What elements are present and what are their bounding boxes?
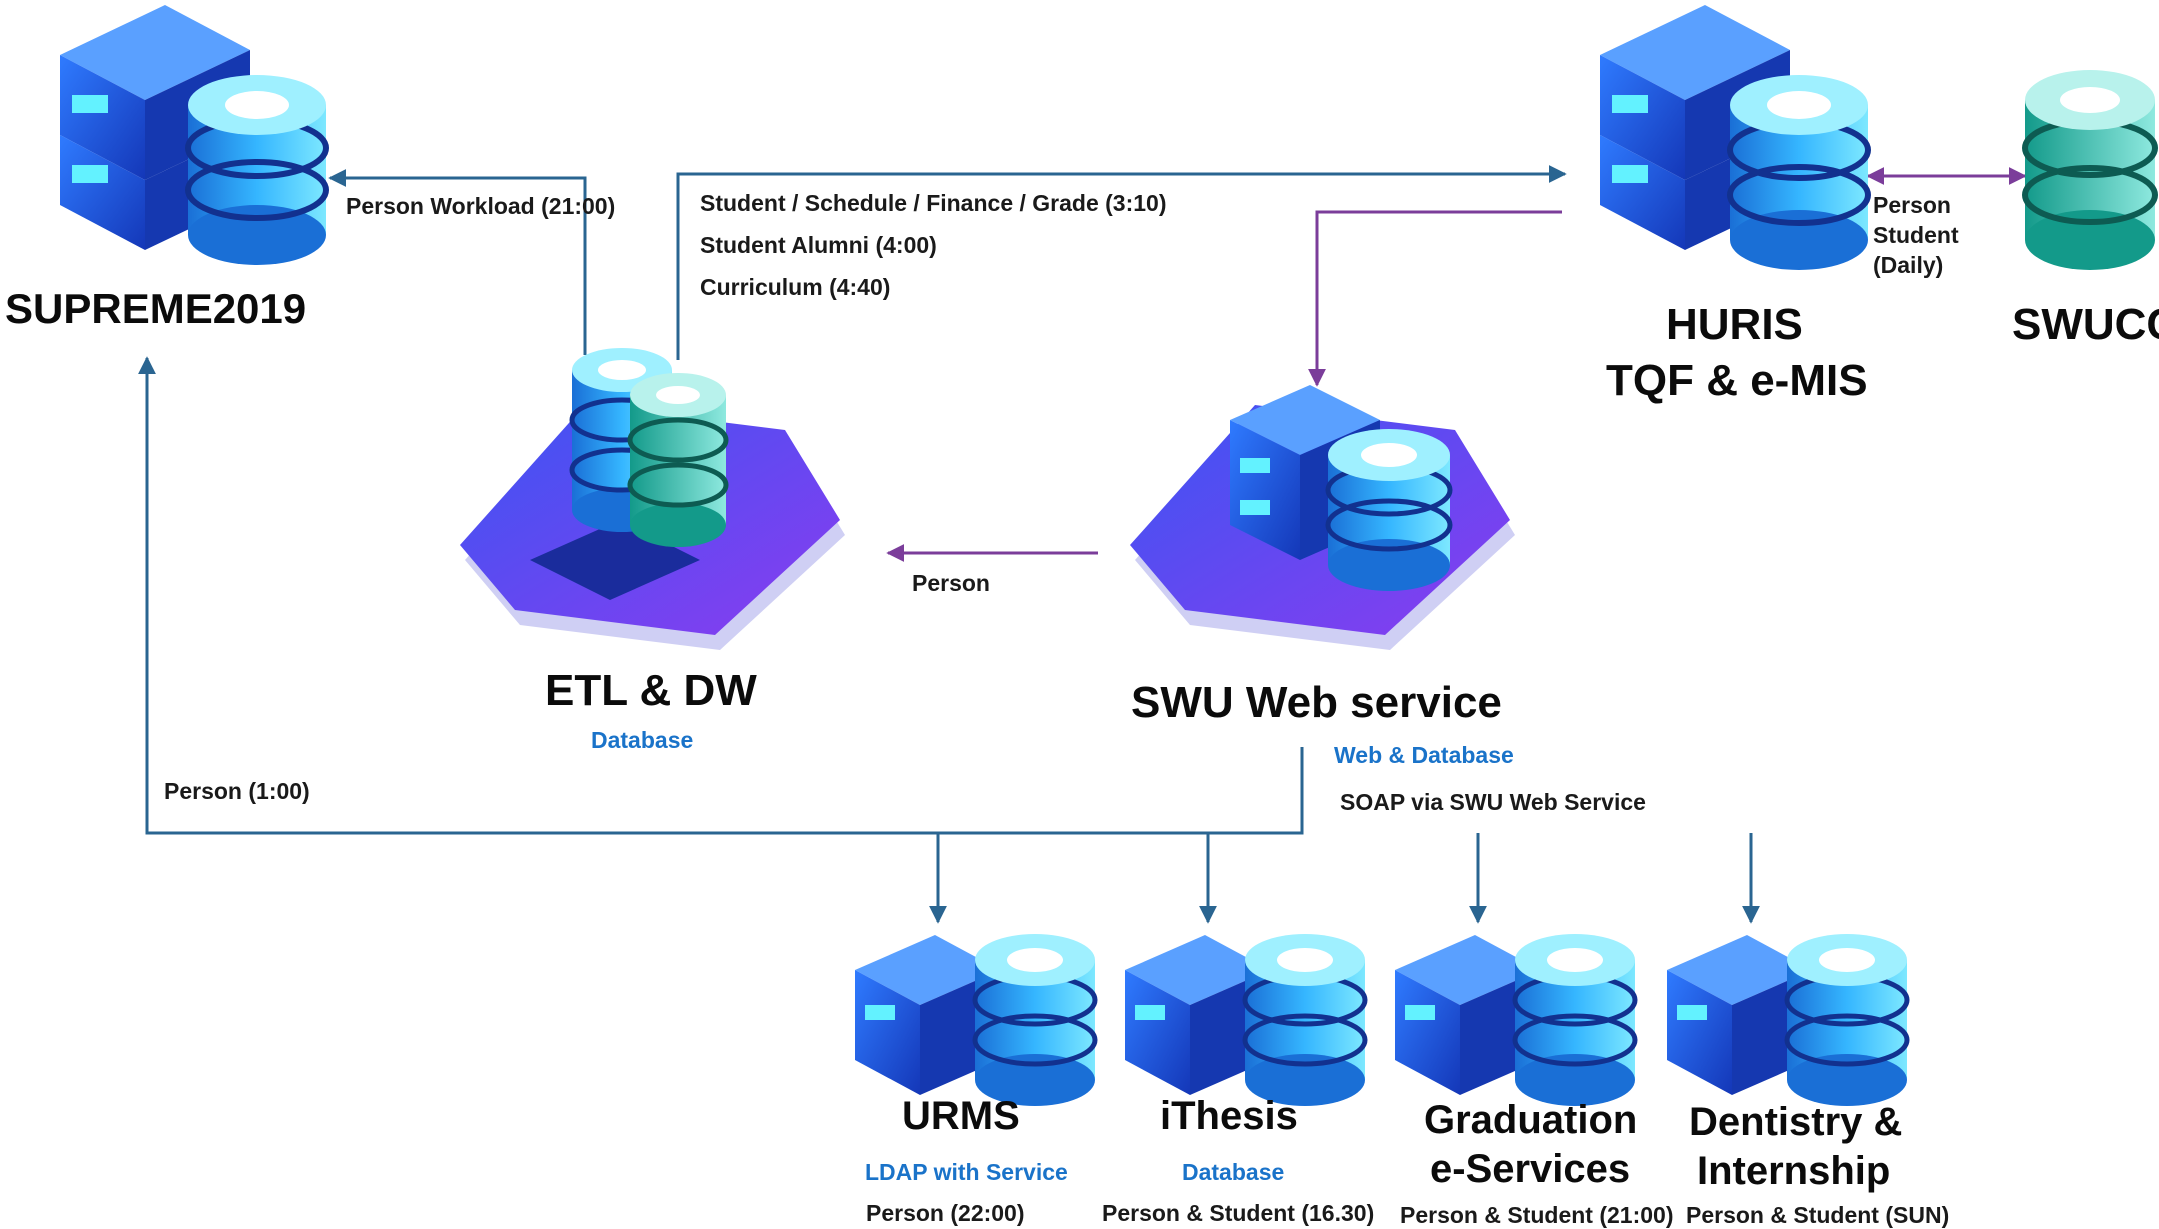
node-title-etl: ETL & DW: [545, 666, 757, 715]
edge-etl-to-supreme: [328, 169, 587, 355]
node-title-dentistry-line1: Dentistry &: [1689, 1100, 1903, 1144]
node-title-graduation-line2: e-Services: [1430, 1147, 1631, 1191]
node-schedule-graduation: Person & Student (21:00): [1400, 1202, 1674, 1228]
connectors: [138, 165, 2027, 924]
websvc-protocol-note: SOAP via SWU Web Service: [1340, 789, 1646, 815]
edge-label-supreme-feed: Person (1:00): [164, 778, 310, 804]
node-title-urms: URMS: [902, 1094, 1020, 1138]
node-schedule-urms: Person (22:00): [866, 1200, 1025, 1226]
edge-label-web-etl: Person: [912, 570, 990, 596]
edge-label-ssfg: Student / Schedule / Finance / Grade (3:…: [700, 190, 1167, 216]
edge-label-huris-swucc-2: Student: [1873, 222, 1959, 248]
node-subtitle-urms: LDAP with Service: [865, 1159, 1068, 1185]
node-subtitle-websvc: Web & Database: [1334, 742, 1514, 768]
edge-label-alumni: Student Alumni (4:00): [700, 232, 937, 258]
node-title-huris-line1: HURIS: [1666, 300, 1803, 349]
supreme-database-icon: [185, 75, 329, 265]
websvc-database-icon: [1325, 429, 1453, 591]
node-title-ithesis: iThesis: [1160, 1094, 1298, 1138]
edge-label-workload: Person Workload (21:00): [346, 193, 616, 219]
edge-label-curriculum: Curriculum (4:40): [700, 274, 891, 300]
edge-label-huris-swucc-1: Person: [1873, 192, 1951, 218]
node-title-swucc: SWUCC: [2012, 300, 2159, 349]
node-schedule-dentistry: Person & Student (SUN): [1686, 1202, 1950, 1228]
node-title-huris-line2: TQF & e-MIS: [1606, 356, 1868, 405]
node-title-dentistry-line2: Internship: [1697, 1149, 1891, 1193]
edge-etl-to-huris: [676, 165, 1567, 360]
node-title-graduation-line1: Graduation: [1424, 1098, 1638, 1142]
node-title-supreme: SUPREME2019: [5, 285, 307, 332]
node-title-websvc: SWU Web service: [1131, 678, 1502, 727]
etl-database-icon: [569, 348, 729, 547]
edge-huris-to-websvc: [1308, 210, 1562, 387]
node-subtitle-etl: Database: [591, 727, 694, 753]
swucc-database-icon: [2022, 70, 2158, 270]
node-subtitle-ithesis: Database: [1182, 1159, 1285, 1185]
graduation-database-icon: [1512, 934, 1638, 1106]
edge-label-huris-swucc-3: (Daily): [1873, 252, 1944, 278]
dentistry-database-icon: [1784, 934, 1910, 1106]
huris-database-icon: [1727, 75, 1871, 270]
ithesis-database-icon: [1242, 934, 1368, 1106]
edge-websvc-bus: [138, 356, 1304, 835]
urms-database-icon: [972, 934, 1098, 1106]
node-schedule-ithesis: Person & Student (16.30): [1102, 1200, 1375, 1226]
